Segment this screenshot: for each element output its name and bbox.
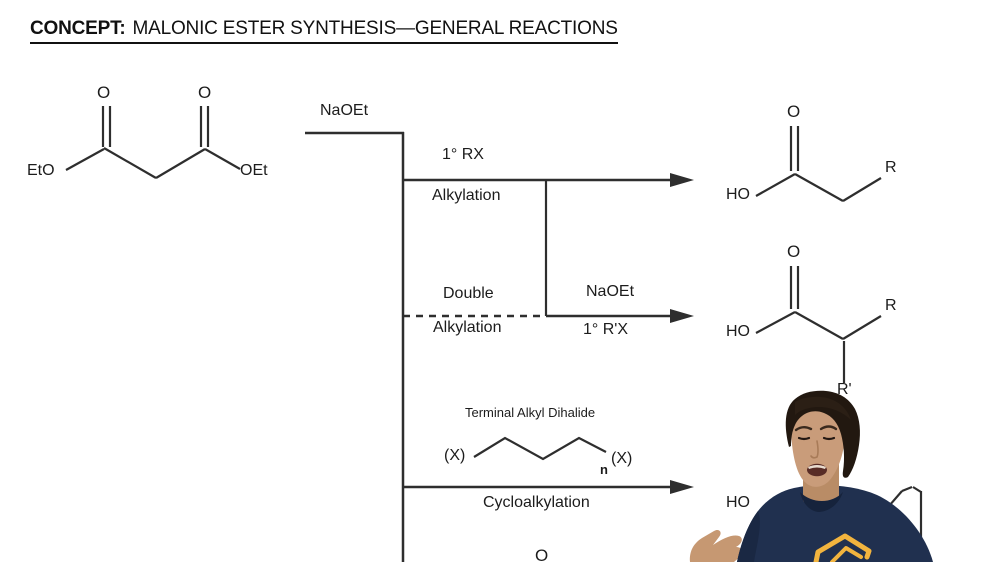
product-double-o-label: O	[787, 242, 801, 261]
product-double-rprime-label: R'	[837, 381, 852, 398]
base-step-line	[305, 131, 405, 562]
double-alkylation-arrow	[403, 309, 694, 323]
double-label-bottom: Alkylation	[433, 319, 502, 336]
base-naoet-label: NaOEt	[320, 102, 369, 119]
dihalide-header-label: Terminal Alkyl Dihalide	[465, 405, 596, 420]
product-cyclo-ho-label: HO	[726, 494, 750, 511]
bottom-partial-o-label: O	[535, 546, 549, 562]
product-double-r-label: R	[885, 297, 897, 314]
alkylation-reagent-label: 1° RX	[442, 146, 484, 163]
substrate-structure	[65, 106, 241, 179]
product-mono-o-label: O	[787, 102, 801, 121]
double-rpx-label: 1° R'X	[583, 321, 629, 338]
dihalide-n-subscript: n	[600, 462, 608, 477]
substrate-eto-label: EtO	[27, 162, 55, 179]
double-naoet-label: NaOEt	[586, 283, 635, 300]
product-mono-r-label: R	[885, 159, 897, 176]
alkyl-dihalide-chain	[473, 436, 607, 461]
cycloalkylation-arrow	[403, 436, 694, 494]
product-double-ho-label: HO	[726, 323, 750, 340]
dihalide-x-right-label: (X)	[611, 450, 633, 467]
page-title: CONCEPT: MALONIC ESTER SYNTHESIS—GENERAL …	[30, 18, 618, 44]
substrate-oet-label: OEt	[240, 162, 268, 179]
alkylation-name-label: Alkylation	[432, 187, 501, 204]
substrate-carbonyl-o-right: O	[198, 83, 212, 102]
product-mono-ho-label: HO	[726, 186, 750, 203]
dihalide-x-left-label: (X)	[444, 447, 466, 464]
double-label-top: Double	[443, 285, 494, 302]
title-text: MALONIC ESTER SYNTHESIS—GENERAL REACTION…	[132, 18, 618, 39]
product-double-structure	[755, 266, 882, 383]
cycloalkylation-name-label: Cycloalkylation	[483, 494, 590, 511]
product-mono-structure	[755, 126, 882, 202]
title-concept-label: CONCEPT:	[30, 18, 126, 39]
substrate-carbonyl-o-left: O	[97, 83, 111, 102]
alkylation-arrow	[403, 173, 694, 187]
